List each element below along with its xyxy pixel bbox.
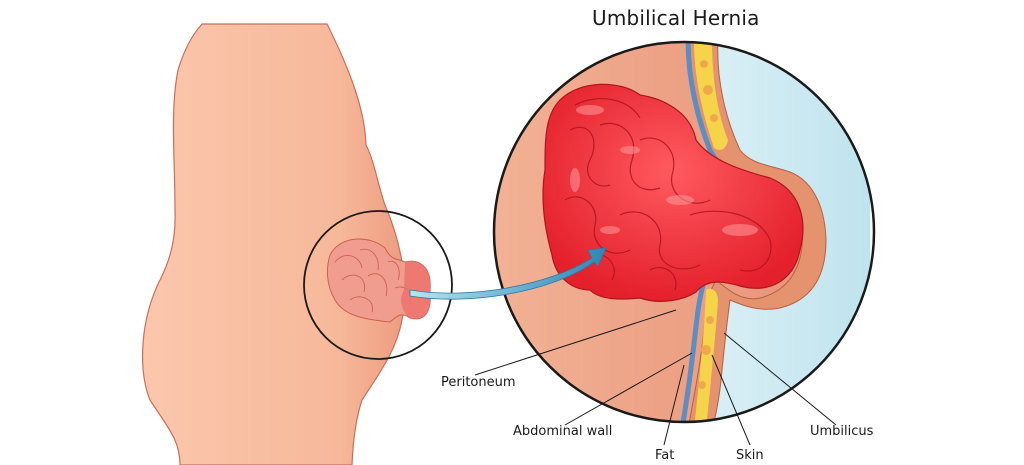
intestine-loops (542, 83, 804, 302)
body-silhouette (141, 23, 406, 465)
label-peritoneum: Peritoneum (441, 375, 516, 390)
label-abdominal-wall: Abdominal wall (513, 424, 613, 439)
label-skin: Skin (736, 448, 764, 463)
magnifier-small-circle (303, 210, 453, 360)
label-umbilicus: Umbilicus (810, 424, 874, 439)
label-fat: Fat (655, 448, 675, 463)
diagram-title: Umbilical Hernia (592, 6, 760, 30)
zoom-arrow (409, 247, 607, 300)
magnifier-large-circle (492, 40, 876, 424)
